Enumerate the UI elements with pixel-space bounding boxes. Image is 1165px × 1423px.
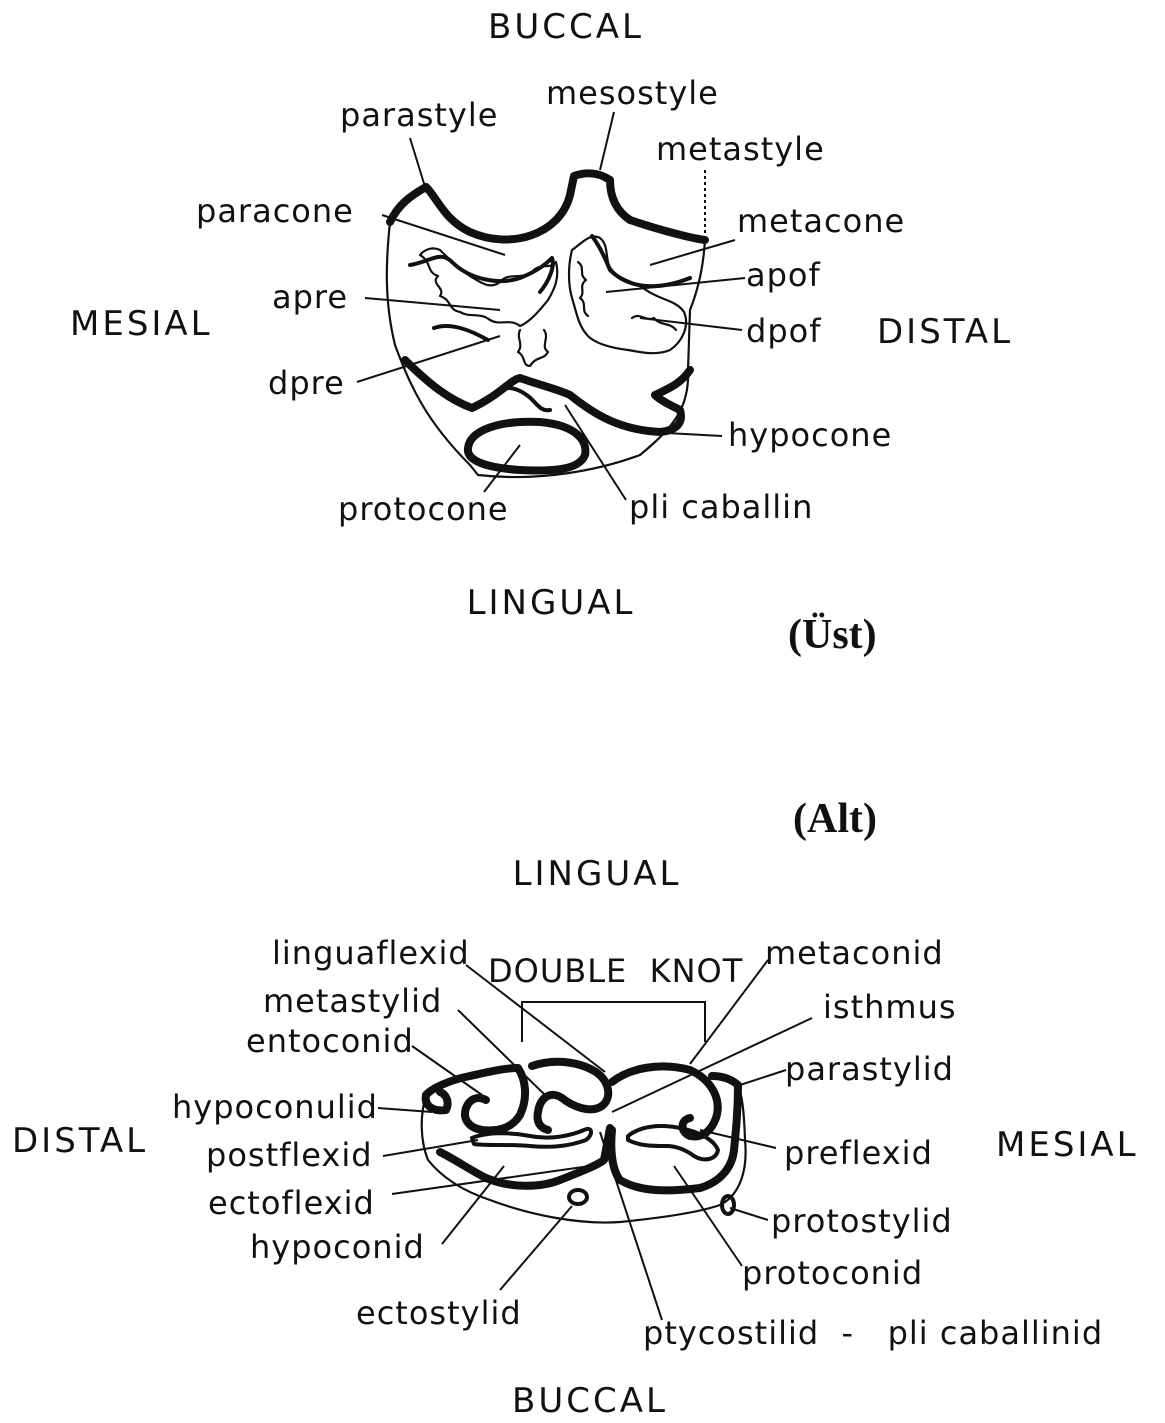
lower-direction-left: DISTAL	[12, 1121, 148, 1161]
label-ptycostilid: ptycostilid - pli caballinid	[643, 1314, 1103, 1352]
label-protocone: protocone	[338, 490, 509, 528]
label-hypoconid: hypoconid	[250, 1228, 425, 1266]
label-paracone: paracone	[196, 192, 354, 230]
leader-metacone	[650, 240, 735, 265]
label-apre: apre	[272, 278, 348, 316]
label-isthmus: isthmus	[823, 988, 957, 1026]
upper-caption: (Üst)	[788, 612, 877, 658]
upper-metacone-fold	[592, 236, 690, 286]
upper-labels: BUCCAL LINGUAL MESIAL DISTAL parastyle m…	[70, 7, 1013, 658]
label-entoconid: entoconid	[246, 1022, 414, 1060]
lower-labels: LINGUAL BUCCAL DISTAL MESIAL DOUBLE KNOT…	[12, 854, 1139, 1421]
label-protoconid: protoconid	[742, 1254, 923, 1292]
label-metastylid: metastylid	[263, 982, 442, 1020]
lower-direction-top: LINGUAL	[513, 854, 682, 894]
lower-ectostylid	[569, 1190, 587, 1204]
label-ectoflexid: ectoflexid	[208, 1184, 375, 1222]
leader-hypoconid	[442, 1166, 504, 1244]
double-knot-bracket	[522, 1002, 705, 1042]
label-preflexid: preflexid	[784, 1134, 933, 1172]
leader-postflexid	[383, 1140, 478, 1156]
label-hypoconulid: hypoconulid	[172, 1088, 378, 1126]
upper-leader-lines	[357, 112, 745, 500]
leader-parastyle	[410, 138, 426, 190]
lower-entoconid	[426, 1068, 525, 1130]
label-ectostylid: ectostylid	[356, 1294, 522, 1332]
label-postflexid: postflexid	[206, 1136, 373, 1174]
lower-tooth-figure	[422, 1002, 746, 1223]
upper-tooth-figure	[387, 173, 705, 477]
label-metacone: metacone	[737, 202, 905, 240]
label-parastylid: parastylid	[785, 1050, 954, 1088]
upper-prefossette	[420, 248, 557, 326]
lower-metaconid	[532, 1062, 608, 1130]
leader-dpof	[640, 318, 742, 330]
label-hypocone: hypocone	[728, 416, 892, 454]
label-dpof: dpof	[746, 312, 821, 350]
leader-ectostylid	[500, 1206, 572, 1290]
double-knot-label: DOUBLE KNOT	[488, 952, 743, 990]
leader-ptycostilid	[600, 1132, 662, 1320]
label-protostylid: protostylid	[771, 1202, 953, 1240]
label-parastyle: parastyle	[340, 96, 498, 134]
lower-direction-bottom: BUCCAL	[512, 1381, 668, 1421]
label-dpre: dpre	[268, 364, 345, 402]
leader-mesostyle	[600, 112, 614, 170]
lower-caption: (Alt)	[793, 796, 877, 842]
label-mesostyle: mesostyle	[546, 74, 719, 112]
upper-direction-bottom: LINGUAL	[467, 583, 636, 623]
leader-protostylid	[730, 1208, 768, 1220]
label-apof: apof	[746, 256, 821, 294]
label-pli-caballin: pli caballin	[629, 488, 813, 526]
upper-crenulations	[518, 262, 676, 366]
upper-postfossette	[569, 236, 686, 353]
leader-parastylid	[740, 1070, 786, 1085]
leader-dpre	[357, 336, 500, 382]
upper-direction-right: DISTAL	[877, 312, 1013, 352]
upper-protocone-shape	[468, 422, 586, 471]
upper-paracone-fold	[410, 257, 553, 292]
upper-direction-top: BUCCAL	[488, 7, 644, 47]
leader-entoconid	[412, 1046, 482, 1095]
upper-direction-left: MESIAL	[70, 304, 213, 344]
leader-apre	[365, 298, 500, 310]
label-linguaflexid: linguaflexid	[272, 934, 470, 972]
label-metastyle: metastyle	[656, 130, 825, 168]
lower-direction-right: MESIAL	[996, 1125, 1139, 1165]
label-metaconid: metaconid	[765, 934, 944, 972]
lower-hypoconulid	[426, 1092, 448, 1110]
leader-metastylid	[458, 1010, 545, 1095]
upper-buccal-enamel	[390, 173, 705, 240]
